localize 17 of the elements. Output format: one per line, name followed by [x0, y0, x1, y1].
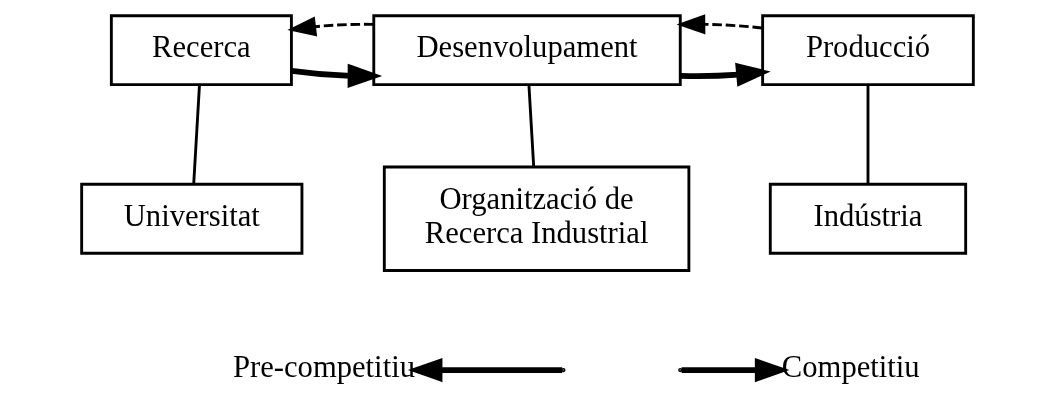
arrow	[290, 63, 382, 88]
node-box: Organització de Recerca Industrial	[382, 165, 690, 272]
connector	[527, 85, 535, 167]
node-box: Recerca	[109, 14, 293, 87]
node-box: Desenvolupament	[371, 14, 682, 87]
node-box: Indústria	[768, 182, 967, 255]
node-text: Competitiu	[781, 350, 920, 385]
arrow	[680, 62, 771, 87]
arrow	[286, 16, 374, 37]
arrow	[681, 357, 789, 383]
connector	[866, 85, 869, 185]
connector	[191, 85, 201, 185]
node-box: Universitat	[79, 182, 303, 255]
arrow	[407, 357, 562, 383]
arrow	[676, 14, 762, 35]
node-box: Producció	[760, 14, 975, 87]
node-text: Pre-competitiu	[232, 350, 415, 385]
